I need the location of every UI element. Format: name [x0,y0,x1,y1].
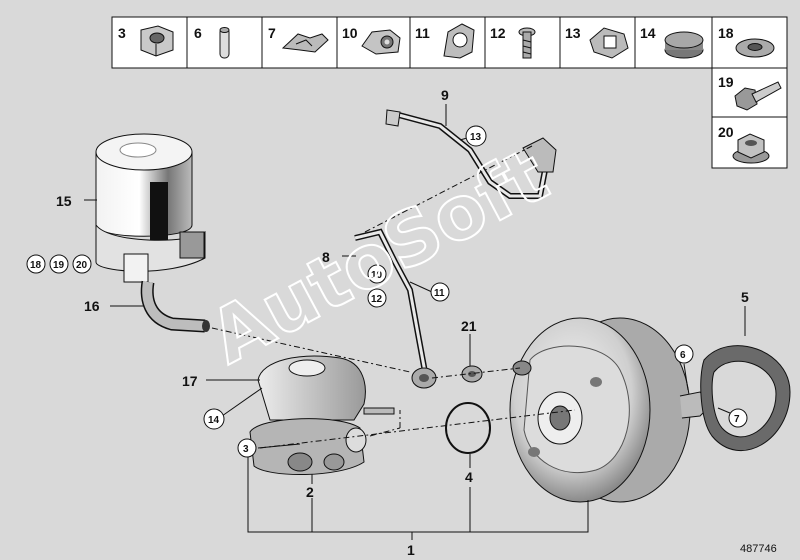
strip-num-13: 13 [565,25,581,41]
brake-pipes [354,109,557,389]
callout-20: 20 [76,260,88,271]
strip-num-11: 11 [415,25,430,41]
callout-9: 9 [441,87,449,103]
master-cylinder [249,355,395,476]
strip-num-12: 12 [490,25,506,41]
callout-11: 11 [434,288,445,299]
bracket-icon [361,29,401,55]
clamp-icon [589,27,629,59]
callout-15: 15 [56,193,72,209]
flange-nut-icon [732,133,770,164]
grommet-21 [461,365,483,383]
callout-4: 4 [465,469,473,485]
callout-8: 8 [322,249,330,265]
callout-5: 5 [741,289,749,305]
gasket-5 [700,345,791,452]
seal-ring-4 [445,402,491,454]
strip-num-18: 18 [718,25,734,41]
strip-num-6: 6 [194,25,202,41]
callout-19: 19 [53,260,65,271]
callout-1: 1 [407,542,415,558]
strip-num-3: 3 [118,25,126,41]
callout-10: 10 [371,270,383,281]
pin-icon [219,27,230,59]
watermark: AutoSoft [196,132,561,381]
callout-18: 18 [30,260,42,271]
callout-13: 13 [470,132,482,143]
strip-num-19: 19 [718,74,734,90]
callout-3: 3 [243,444,249,455]
strip-num-14: 14 [640,25,656,41]
screw-icon [518,27,536,59]
parts-strip: 3 6 7 10 11 12 13 14 18 19 20 [111,16,788,169]
callout-21: 21 [461,318,477,334]
strip-num-10: 10 [342,25,358,41]
callout-16: 16 [84,298,100,314]
callout-2: 2 [306,484,314,500]
callout-7: 7 [734,414,740,425]
callouts: 1 2 3 4 5 6 7 8 9 10 11 12 13 14 15 16 1… [26,87,749,558]
nut-icon [140,25,174,57]
strip-num-20: 20 [718,124,734,140]
leader-lines [84,104,746,540]
cap-seal-icon [664,31,704,59]
brake-booster [509,317,713,503]
strip-num-7: 7 [268,25,276,41]
diagram-code: 487746 [740,543,777,555]
reservoir-15 [95,133,206,283]
assembly-lines [211,145,576,449]
washer-icon [735,38,775,58]
callout-12: 12 [371,294,383,305]
clip-icon [281,33,329,53]
bolt-icon [734,81,782,111]
callout-6: 6 [680,350,686,361]
holder-icon [443,23,475,59]
callout-14: 14 [208,415,220,426]
callout-17: 17 [182,373,198,389]
